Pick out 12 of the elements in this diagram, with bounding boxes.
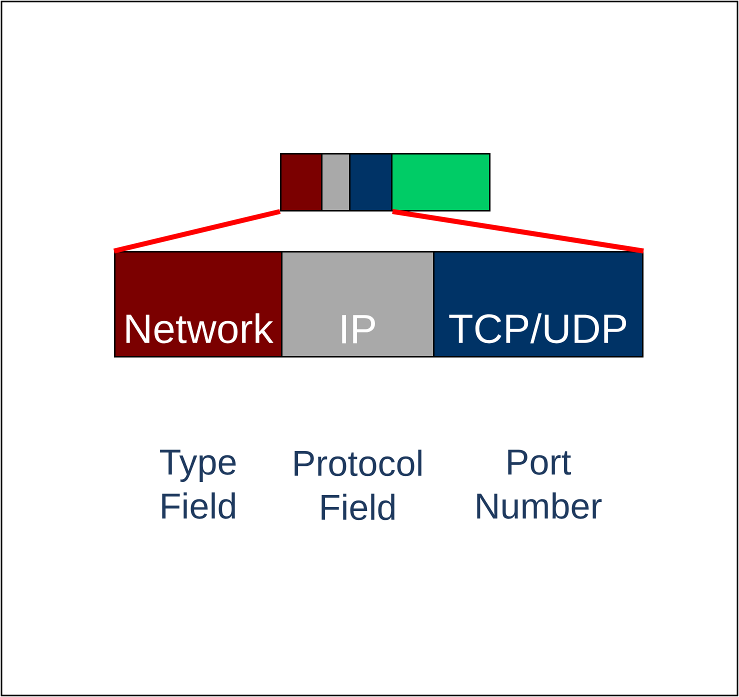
connector-line — [113, 209, 281, 254]
field-caption: Type Field — [160, 450, 236, 519]
connector-line — [392, 209, 644, 254]
strip-segment — [391, 153, 490, 212]
strip-segment — [321, 153, 350, 212]
field-box: IP — [281, 251, 434, 358]
strip-segment — [280, 153, 322, 212]
field-caption: Port Number — [477, 450, 602, 519]
field-caption: Protocol Field — [294, 450, 422, 520]
strip-segment — [349, 153, 392, 212]
field-box: TCP/UDP — [433, 251, 644, 358]
field-box: Network — [114, 251, 282, 358]
